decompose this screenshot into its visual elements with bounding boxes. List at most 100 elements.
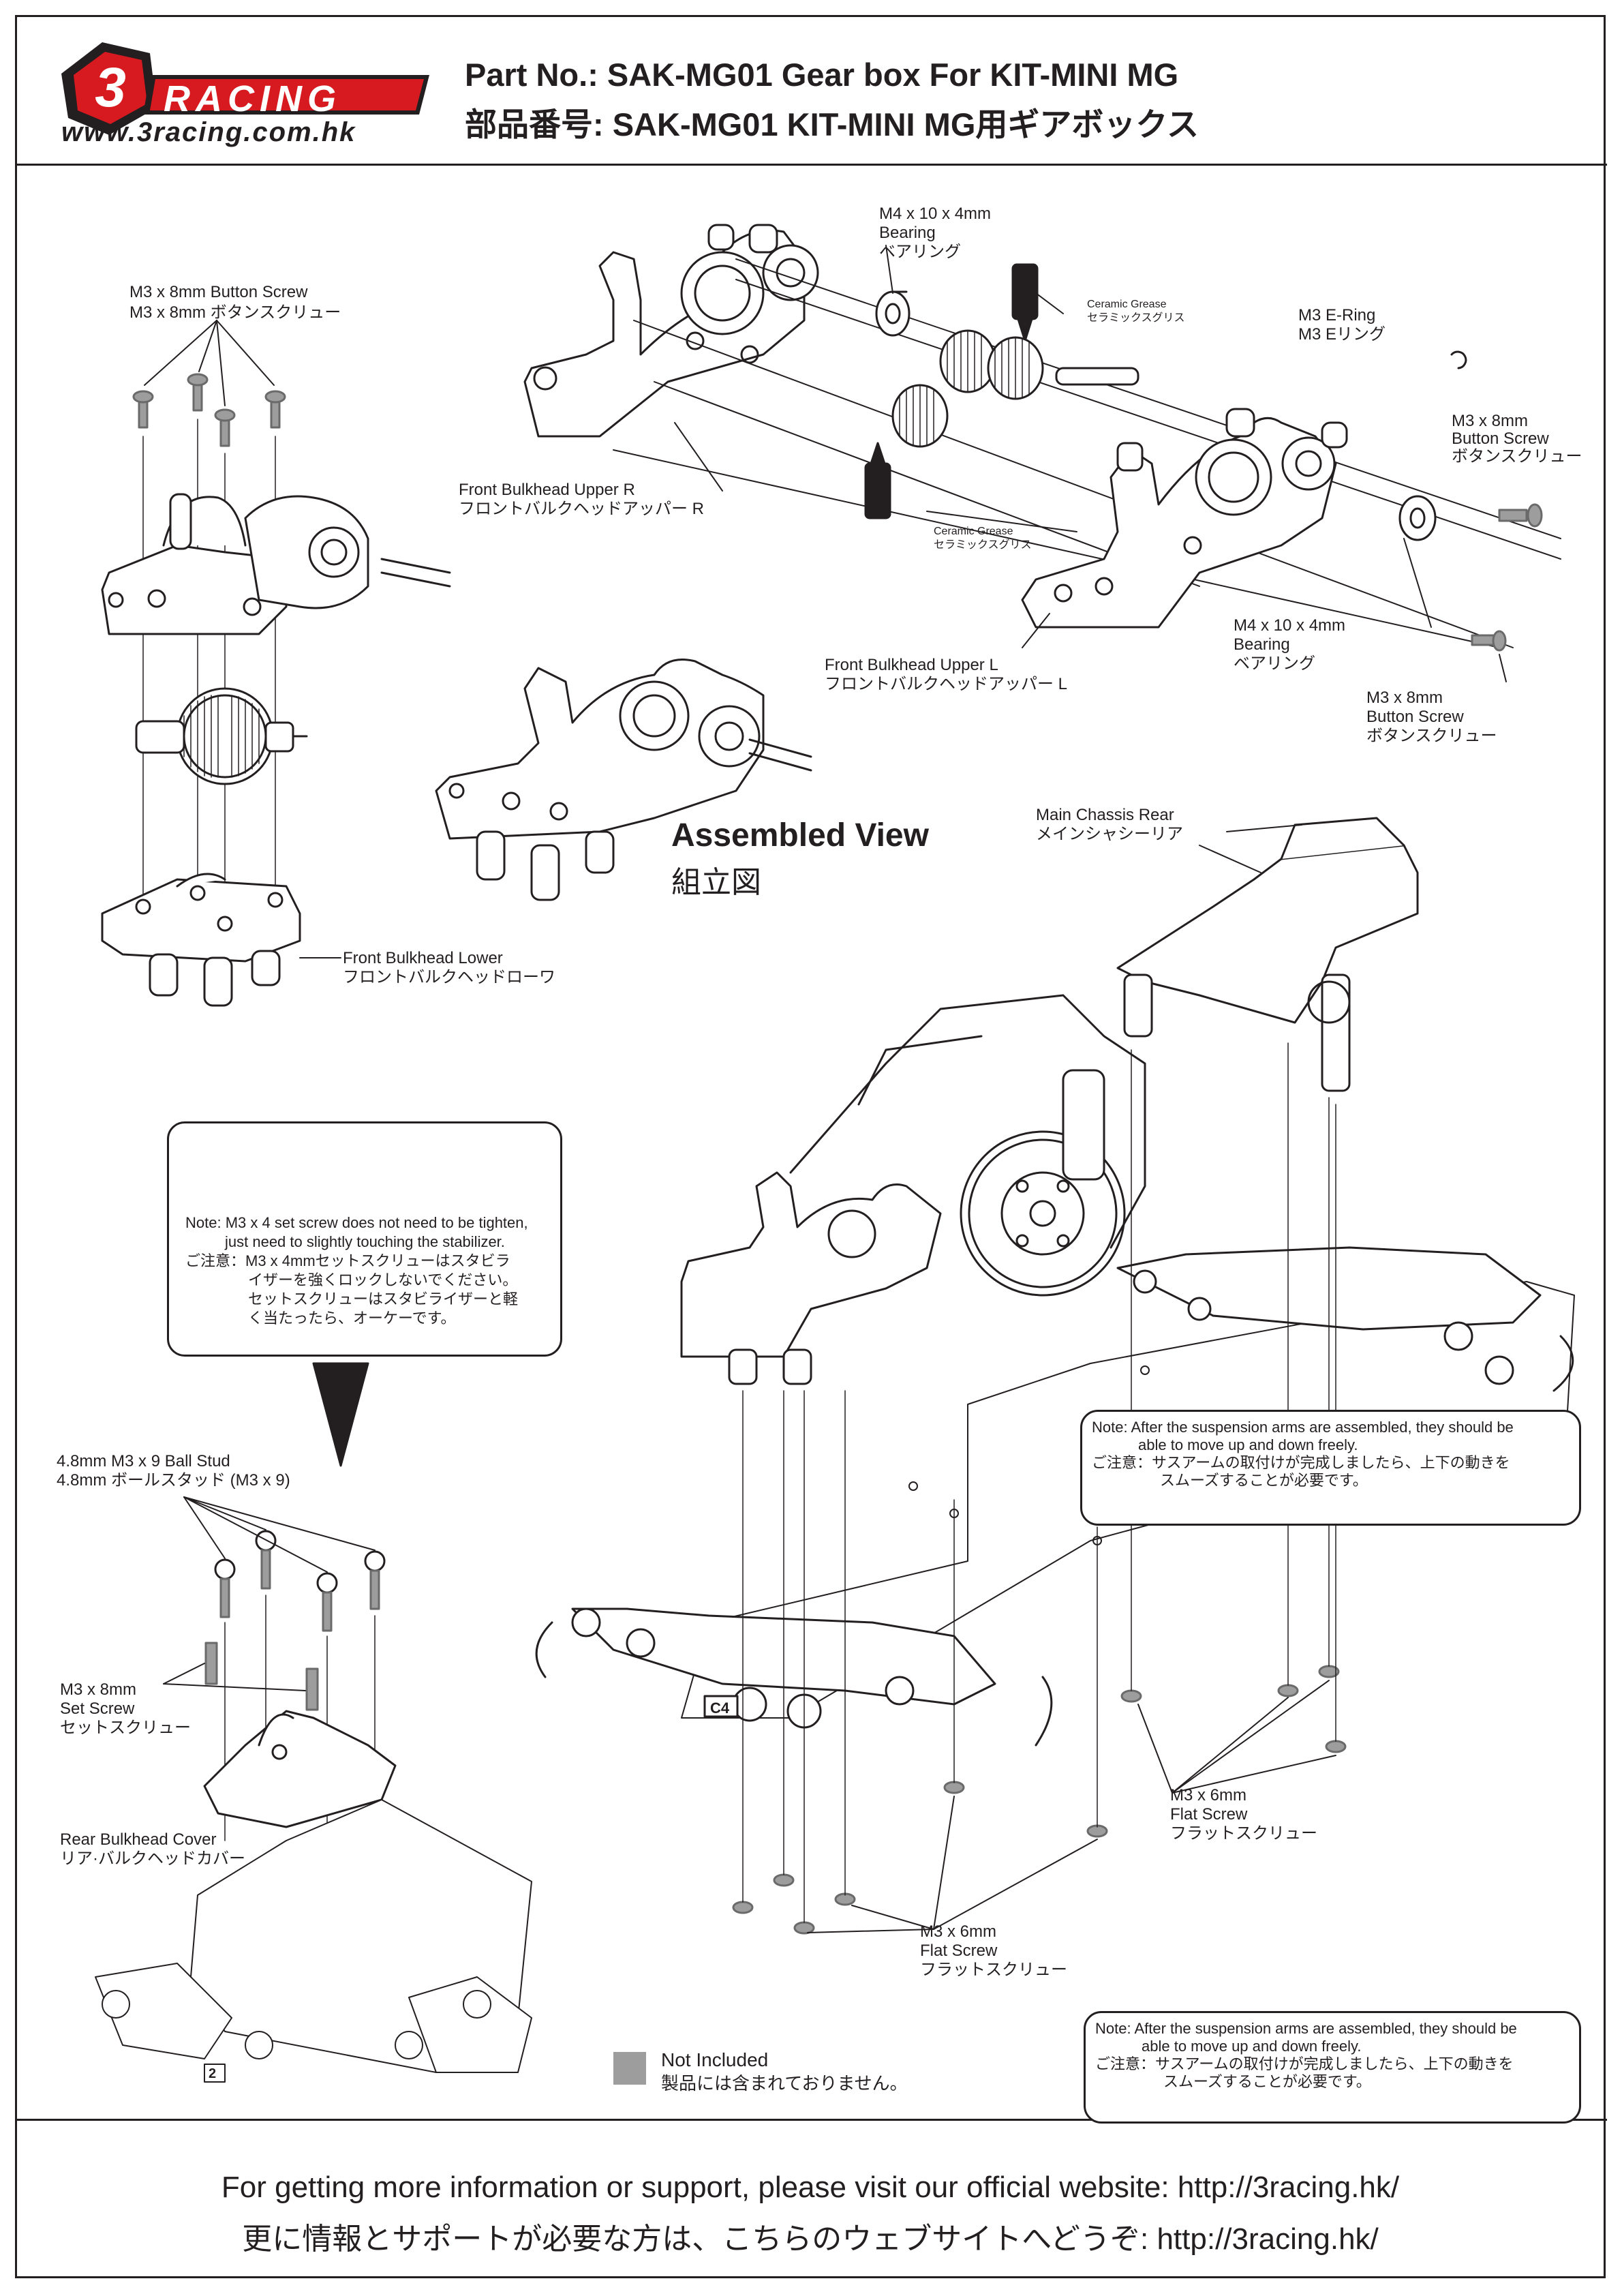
lower-bulkhead-left bbox=[101, 873, 341, 1007]
label-m3x8-button-en: M3 x 8mm Button Screw bbox=[129, 283, 308, 301]
label-flat2-jp: フラットスクリュー bbox=[920, 1961, 1067, 1979]
label-lower-en: Front Bulkhead Lower bbox=[343, 949, 503, 967]
rear-chassis-art bbox=[95, 1799, 532, 2083]
bearing-top bbox=[875, 290, 911, 337]
part-marking-c4: C4 bbox=[710, 1700, 730, 1717]
note-suspension-low-line-2: able to move up and down freely. bbox=[1142, 2038, 1362, 2055]
label-grease1-jp: セラミックスグリス bbox=[1087, 312, 1185, 324]
assembled-view-title: Assembled View bbox=[671, 817, 929, 854]
label-setscrew-en: Set Screw bbox=[60, 1700, 135, 1718]
note-suspension-mid-line-3: ご注意：サスアームの取付けが完成しましたら、上下の動きを bbox=[1092, 1454, 1510, 1471]
assembled-view-art bbox=[435, 659, 812, 901]
label-grease2-jp: セラミックスグリス bbox=[934, 539, 1032, 551]
upper-bulkhead-r bbox=[523, 224, 819, 438]
rear-bulkhead-cover-art bbox=[203, 1710, 397, 1828]
label-setscrew-jp: セットスクリュー bbox=[60, 1719, 191, 1737]
note-suspension-low-line-3: ご注意：サスアームの取付けが完成しましたら、上下の動きを bbox=[1095, 2055, 1514, 2072]
logo-url: www.3racing.com.hk bbox=[61, 117, 356, 147]
label-upper-r-jp: フロントバルクヘッドアッパー R bbox=[459, 500, 704, 518]
label-chassis-rear-jp: メインシャシーリア bbox=[1036, 825, 1183, 843]
label-ballstud-jp: 4.8mm ボールスタッド (M3 x 9) bbox=[57, 1471, 290, 1490]
motion-arrows bbox=[535, 1335, 1574, 1747]
label-upper-r-en: Front Bulkhead Upper R bbox=[459, 481, 635, 499]
label-upper-l-jp: フロントバルクヘッドアッパー L bbox=[825, 675, 1068, 693]
ballstuds-art bbox=[204, 1530, 386, 1711]
label-rear-cover-en: Rear Bulkhead Cover bbox=[60, 1830, 217, 1849]
label-bearing2-en: Bearing bbox=[1234, 635, 1290, 654]
note-stabilizer-line-3: ご注意：M3 x 4mmセットスクリューはスタビラ bbox=[185, 1252, 510, 1269]
label-flat2-size: M3 x 6mm bbox=[920, 1922, 997, 1941]
part-number-title-en: Part No.: SAK-MG01 Gear box For KIT-MINI… bbox=[465, 57, 1179, 93]
label-setscrew-size: M3 x 8mm bbox=[60, 1680, 137, 1699]
label-flat1-size: M3 x 6mm bbox=[1170, 1786, 1247, 1804]
label-m3x8-right-en: Button Screw bbox=[1452, 429, 1549, 448]
assembled-view-title-jp: 組立図 bbox=[671, 866, 761, 899]
svg-text:3: 3 bbox=[95, 57, 126, 119]
main-chassis-rear-art bbox=[1116, 817, 1419, 1092]
label-m3x8-button-jp: M3 x 8mm ボタンスクリュー bbox=[129, 303, 341, 322]
label-ballstud-en: 4.8mm M3 x 9 Ball Stud bbox=[57, 1452, 230, 1470]
part-number-title-jp: 部品番号: SAK-MG01 KIT-MINI MG用ギアボックス bbox=[465, 106, 1199, 142]
stabilizer-callout-arrow bbox=[312, 1362, 369, 1467]
logo-mark-icon: 3 bbox=[61, 42, 429, 135]
brand-logo: 3 RACING www.3racing.com.hk bbox=[48, 33, 436, 149]
label-m3x8-low-jp: ボタンスクリュー bbox=[1366, 727, 1497, 745]
note-suspension-mid-line-1: Note: After the suspension arms are asse… bbox=[1092, 1419, 1514, 1436]
label-lower-jp: フロントバルクヘッドローワ bbox=[343, 968, 555, 986]
flat-screws-art bbox=[732, 1665, 1347, 1935]
eclip bbox=[1450, 350, 1467, 369]
label-bearing1-jp: ベアリング bbox=[879, 243, 961, 261]
legend-not-included-en: Not Included bbox=[661, 2049, 769, 2070]
note-suspension-mid-line-2: able to move up and down freely. bbox=[1138, 1436, 1358, 1453]
note-stabilizer-line-5: セットスクリューはスタビライザーと軽 bbox=[248, 1290, 519, 1308]
upper-bulkhead-left-stack bbox=[101, 493, 451, 635]
label-eclip-jp: M3 Eリング bbox=[1298, 325, 1386, 344]
label-m3x8-low-size: M3 x 8mm bbox=[1366, 689, 1443, 707]
note-stabilizer-line-4: イザーを強くロックしないでください。 bbox=[248, 1271, 518, 1288]
footer-divider bbox=[15, 2119, 1607, 2121]
note-stabilizer-line-1: Note: M3 x 4 set screw does not need to … bbox=[185, 1214, 528, 1231]
part-marking-2: 2 bbox=[209, 2066, 217, 2081]
note-stabilizer-line-2: just need to slightly touching the stabi… bbox=[225, 1233, 505, 1250]
label-bearing1-en: Bearing bbox=[879, 224, 936, 242]
note-suspension-low-line-1: Note: After the suspension arms are asse… bbox=[1095, 2020, 1517, 2037]
screws-top-left bbox=[132, 373, 286, 447]
header-divider bbox=[15, 164, 1607, 166]
note-suspension-low: Note: After the suspension arms are asse… bbox=[1084, 2011, 1581, 2124]
label-bearing2-size: M4 x 10 x 4mm bbox=[1234, 616, 1346, 635]
label-flat2-en: Flat Screw bbox=[920, 1942, 998, 1960]
footer-info-jp: 更に情報とサポートが必要な方は、こちらのウェブサイトへどうぞ: http://3… bbox=[242, 2222, 1379, 2256]
label-rear-cover-jp: リア·バルクヘッドカバー bbox=[60, 1849, 245, 1868]
legend-not-included-jp: 製品には含まれておりません。 bbox=[661, 2073, 908, 2094]
note-suspension-mid: Note: After the suspension arms are asse… bbox=[1080, 1410, 1581, 1526]
label-flat1-jp: フラットスクリュー bbox=[1170, 1824, 1317, 1843]
label-m3x8-right-size: M3 x 8mm bbox=[1452, 412, 1529, 430]
footer-info-en: For getting more information or support,… bbox=[221, 2171, 1400, 2204]
logo-text: RACING bbox=[164, 78, 341, 119]
upper-bulkhead-l bbox=[1021, 408, 1348, 629]
flat-screw-leaders bbox=[742, 845, 1336, 1933]
label-bearing2-jp: ベアリング bbox=[1234, 654, 1315, 673]
label-grease1-en: Ceramic Grease bbox=[1087, 299, 1167, 310]
label-chassis-rear-en: Main Chassis Rear bbox=[1036, 806, 1174, 824]
label-m3x8-right-jp: ボタンスクリュー bbox=[1452, 447, 1582, 466]
note-stabilizer-line-6: く当たったら、オーケーです。 bbox=[248, 1310, 456, 1327]
grease-tubes bbox=[864, 263, 1039, 519]
chassis-upper-frame-art bbox=[680, 994, 1146, 1385]
label-bearing1-size: M4 x 10 x 4mm bbox=[879, 205, 992, 223]
label-upper-l-en: Front Bulkhead Upper L bbox=[825, 656, 998, 674]
label-m3x8-low-en: Button Screw bbox=[1366, 708, 1464, 726]
note-suspension-low-line-4: スムーズすることが必要です。 bbox=[1163, 2073, 1371, 2090]
note-suspension-mid-line-4: スムーズすることが必要です。 bbox=[1160, 1472, 1368, 1489]
label-grease2-en: Ceramic Grease bbox=[934, 526, 1013, 537]
diff-gear-left bbox=[135, 687, 308, 785]
pinion-gears bbox=[891, 329, 1139, 448]
right-button-screws bbox=[1471, 503, 1543, 652]
label-flat1-en: Flat Screw bbox=[1170, 1805, 1248, 1824]
legend-swatch-not-included bbox=[613, 2052, 646, 2085]
label-eclip-en: M3 E-Ring bbox=[1298, 306, 1376, 324]
leaders-top-right bbox=[674, 245, 1507, 682]
note-stabilizer: Note: M3 x 4 set screw does not need to … bbox=[167, 1121, 562, 1357]
manual-sheet-border bbox=[15, 15, 1606, 2278]
